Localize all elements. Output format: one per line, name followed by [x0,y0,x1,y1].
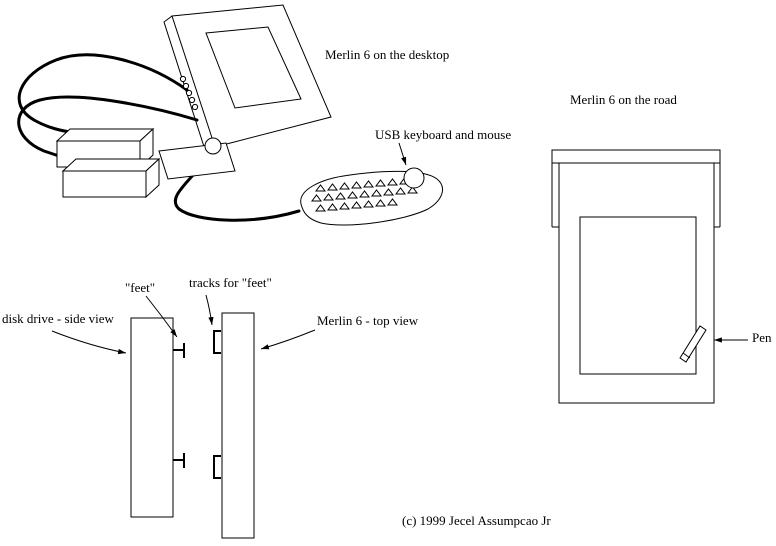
cables [17,53,301,222]
road-screen [579,216,697,375]
feet-arrow [145,295,178,338]
top-view-rect [221,312,255,539]
track-upper [213,330,221,354]
top-box-top-face [55,128,155,142]
cable-lower [17,95,199,159]
keyboard-arrow [398,142,407,166]
disk-side-view-arrow [51,330,127,355]
track-lower [213,455,221,479]
pen [679,325,707,363]
label-desktop: Merlin 6 on the desktop [325,47,450,62]
cable-keyboard [173,156,301,222]
tracks-arrow [205,294,214,326]
label-feet: "feet" [125,280,156,295]
bottom-box-top-face [61,158,161,172]
tablet-screen [205,26,302,109]
handle-bar [551,149,721,164]
tablet-stand [158,142,236,180]
label-road: Merlin 6 on the road [570,92,677,107]
pen-tip-line [682,352,691,359]
tablet-front-face [171,4,332,148]
connector-ports [179,75,199,111]
label-keyboard: USB keyboard and mouse [375,127,512,142]
disk-drive-rect [130,317,174,518]
label-tracks: tracks for "feet" [189,275,272,290]
cable-upper [17,53,189,135]
merlin6-desktop-tablet [158,4,332,180]
merlin6-road-case [551,149,721,404]
foot-upper [173,343,185,358]
usb-keyboard [300,167,443,226]
label-disk-side-view: disk drive - side view [2,311,114,326]
road-body [558,162,715,404]
label-pen: Pen [752,330,772,345]
corner-knob [204,137,222,155]
disk-drive-side-view [130,317,185,518]
label-top-view: Merlin 6 - top view [317,313,419,328]
mouse-ball [403,167,425,189]
bottom-box-front-face [62,170,147,198]
foot-lower [173,453,185,468]
copyright: (c) 1999 Jecel Assumpcao Jr [402,513,551,528]
annotation-arrows [51,142,748,355]
top-view-arrow [260,329,316,350]
external-drive-boxes [55,127,161,199]
merlin6-top-view [213,312,255,539]
